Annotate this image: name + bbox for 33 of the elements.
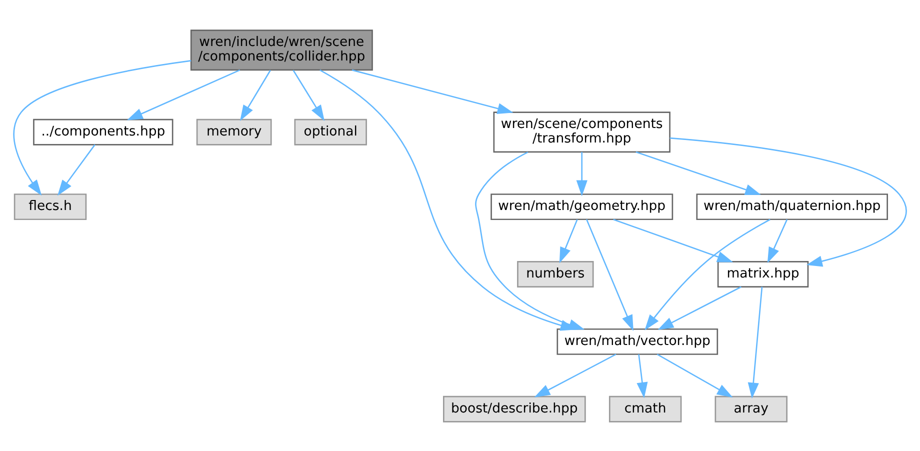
arrow: [636, 354, 648, 398]
node-box: memory: [196, 118, 272, 145]
arrow: [658, 286, 742, 330]
node-box: numbers: [517, 260, 594, 287]
node-box: wren/include/wren/scene /components/collider.hpp: [190, 29, 373, 70]
node-box: wren/scene/components /transform.hpp: [493, 111, 670, 152]
arrow: [292, 69, 325, 120]
node-box: ../components.hpp: [33, 118, 174, 145]
arrow: [126, 68, 240, 120]
arrow: [559, 218, 578, 263]
node-box: wren/math/geometry.hpp: [490, 193, 674, 220]
arrow: [748, 286, 763, 398]
node-box: wren/math/quaternion.hpp: [696, 193, 888, 220]
node-box: flecs.h: [14, 193, 87, 220]
arrow: [644, 218, 770, 330]
node-box: optional: [294, 118, 367, 145]
arrow: [586, 218, 634, 330]
arrow: [13, 60, 192, 196]
arrow: [656, 353, 733, 397]
arrow: [534, 353, 616, 397]
node-box: boost/describe.hpp: [443, 395, 586, 422]
arrow: [240, 69, 271, 120]
node-box: wren/math/vector.hpp: [556, 328, 718, 354]
arrow: [767, 218, 788, 263]
arrow: [613, 218, 734, 262]
arrow: [670, 136, 907, 266]
node-box: matrix.hpp: [717, 260, 809, 287]
arrow: [352, 68, 514, 114]
node-box: array: [714, 395, 788, 422]
node-box: cmath: [608, 395, 682, 422]
arrow: [57, 144, 96, 196]
arrow: [576, 152, 588, 196]
arrow: [636, 150, 762, 194]
